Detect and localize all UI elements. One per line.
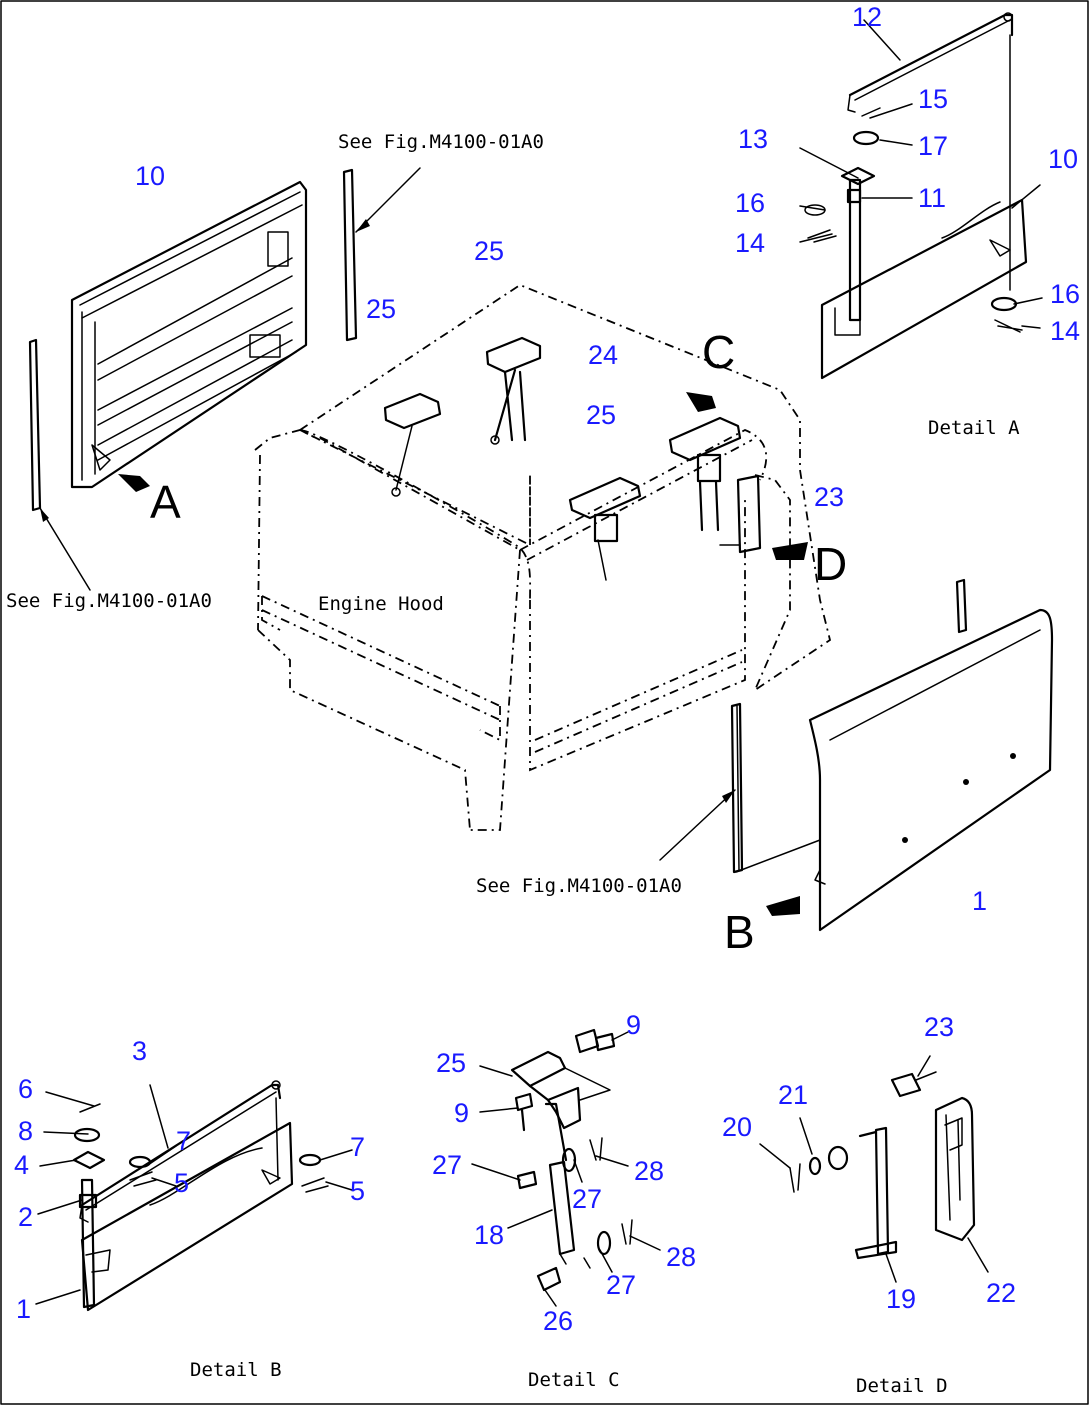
arrow-a (118, 474, 150, 492)
callout-18: 18 (474, 1220, 504, 1250)
callout-5-b: 5 (350, 1176, 365, 1206)
engine-hood (254, 283, 832, 831)
callout-14-a: 14 (735, 228, 765, 258)
callout-28-b: 28 (666, 1242, 696, 1272)
detail-a (799, 12, 1043, 380)
right-side-panel (808, 608, 1054, 932)
right-seal-strip (730, 702, 821, 874)
callout-7-b: 7 (350, 1132, 365, 1162)
left-side-panel (70, 180, 308, 489)
left-seal-strip (28, 338, 42, 512)
detail-b (35, 1080, 353, 1312)
hood-hinge-left (383, 392, 442, 497)
arrow-d (772, 542, 808, 560)
callout-11: 11 (918, 183, 946, 213)
callout-22: 22 (986, 1278, 1016, 1308)
callout-23-d: 23 (924, 1012, 954, 1042)
callout-20: 20 (722, 1112, 752, 1142)
detail-c (471, 1028, 661, 1307)
ref-label-top: See Fig.M4100-01A0 (338, 131, 544, 153)
callout-5-a: 5 (174, 1168, 189, 1198)
hood-hinge-front (568, 476, 642, 581)
callout-3: 3 (132, 1036, 147, 1066)
callout-19: 19 (886, 1284, 916, 1314)
detail-b-label: Detail B (190, 1359, 282, 1381)
callout-27-c: 27 (606, 1270, 636, 1300)
callout-16-a: 16 (735, 188, 765, 218)
detail-d (759, 1055, 989, 1283)
callout-9-b: 9 (454, 1098, 469, 1128)
view-letter-b: B (724, 906, 755, 958)
callout-6: 6 (18, 1074, 33, 1104)
view-letter-a: A (150, 476, 181, 528)
callout-24: 24 (588, 340, 618, 370)
callout-14-b: 14 (1050, 316, 1080, 346)
callout-1-detail-b: 1 (16, 1294, 31, 1324)
callout-27-a: 27 (432, 1150, 462, 1180)
hood-hinge-mid (485, 336, 542, 445)
top-seal-strip (342, 168, 358, 342)
callout-4: 4 (14, 1150, 29, 1180)
callout-15: 15 (918, 84, 948, 114)
hood-lock (719, 474, 762, 554)
detail-c-label: Detail C (528, 1369, 620, 1391)
callout-12: 12 (852, 2, 882, 32)
leader-ref-bottom (659, 789, 736, 861)
callout-25-c: 25 (586, 400, 616, 430)
callout-25-a: 25 (474, 236, 504, 266)
callout-9-a: 9 (626, 1010, 641, 1040)
hood-hinge-right (668, 416, 742, 532)
callout-17: 17 (918, 131, 948, 161)
callout-13: 13 (738, 124, 768, 154)
detail-a-label: Detail A (928, 417, 1020, 439)
callout-10: 10 (135, 161, 165, 191)
callout-23: 23 (814, 482, 844, 512)
callout-21: 21 (778, 1080, 808, 1110)
arrow-b (766, 896, 800, 916)
callout-28-a: 28 (634, 1156, 664, 1186)
arrow-c (686, 392, 716, 412)
leader-ref-left (39, 507, 91, 591)
callout-2: 2 (18, 1202, 33, 1232)
callout-10-detail-a: 10 (1048, 144, 1078, 174)
view-letter-c: C (702, 326, 735, 378)
ref-label-bottom: See Fig.M4100-01A0 (476, 875, 682, 897)
right-rod (955, 578, 968, 634)
detail-d-label: Detail D (856, 1375, 948, 1397)
callout-1: 1 (972, 886, 987, 916)
callout-16-b: 16 (1050, 279, 1080, 309)
callout-25-d: 25 (436, 1048, 466, 1078)
view-letter-d: D (814, 538, 847, 590)
callout-8: 8 (18, 1116, 33, 1146)
callout-25-b: 25 (366, 294, 396, 324)
callout-26: 26 (543, 1306, 573, 1336)
engine-hood-label: Engine Hood (318, 593, 444, 615)
ref-label-left: See Fig.M4100-01A0 (6, 590, 212, 612)
callout-27-b: 27 (572, 1184, 602, 1214)
callout-7-a: 7 (176, 1126, 191, 1156)
